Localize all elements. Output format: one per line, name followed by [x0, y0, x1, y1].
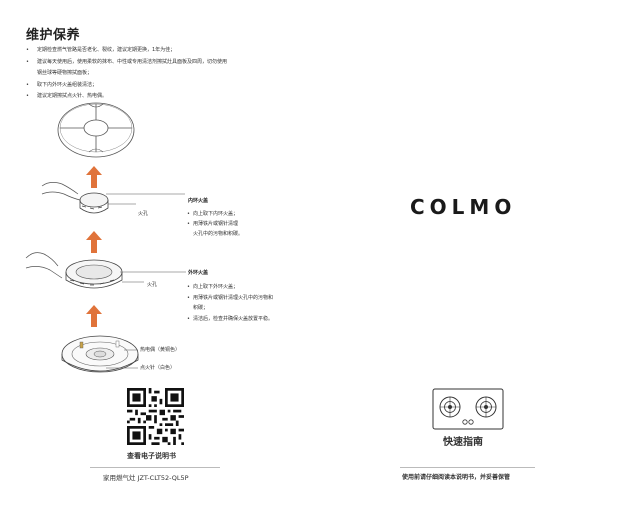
arrow-up-icon	[86, 166, 102, 188]
inner-cap-heading: 内环火盖	[188, 198, 209, 204]
bullet-3: •取下内外环火盖组装清洁；	[26, 82, 98, 88]
inner-step-1: •向上取下内环火盖；	[187, 211, 239, 217]
outer-step-2-cont: 积碳；	[193, 305, 209, 311]
inner-step-2-cont: 火孔中的污物和积碳。	[193, 231, 244, 237]
inner-step-2: •用薄铁片或钢针清理	[187, 221, 239, 227]
qr-code[interactable]	[127, 388, 184, 445]
igniter-label: 点火针（白色）	[140, 365, 176, 371]
outer-hole-label: 火孔	[147, 282, 158, 288]
bullet-2: •建议每天使用后，使用柔软的抹布、中性或专用清洁剂擦拭灶具面板及四周，切勿使用	[26, 59, 228, 65]
qr-caption: 查看电子说明书	[127, 452, 176, 460]
bullet-4: •建议定期擦拭点火针、热电偶。	[26, 93, 108, 99]
burner-base-illustration	[61, 335, 139, 373]
brand-logo: COLMO	[410, 195, 517, 219]
burner-top-illustration	[57, 102, 135, 158]
bullet-1: •定期检查燃气管路是否老化、裂纹，建议定期更换，1年为佳；	[26, 47, 176, 53]
outer-step-1: •向上取下外环火盖；	[187, 284, 239, 290]
arrow-up-icon	[86, 305, 102, 327]
arrow-up-icon	[86, 231, 102, 253]
inner-hole-label: 火孔	[138, 211, 149, 217]
thermocouple-label: 热电偶（黄铜色）	[140, 347, 181, 353]
outer-step-3: •清洁后，检查并确保火盖放置平稳。	[187, 316, 274, 322]
product-model-footer: 家用燃气灶 JZT-CLT52-QL5P	[103, 474, 189, 482]
footer-divider	[400, 467, 535, 468]
outer-step-2: •用薄铁片或钢针清理火孔中的污物和	[187, 295, 274, 301]
manual-notice-footer: 使用前请仔细阅读本说明书，并妥善保管	[402, 474, 511, 481]
bullet-2-cont: 钢丝球等硬物擦拭面板；	[37, 70, 93, 76]
inner-cap-illustration	[41, 182, 185, 214]
page-title: 维护保养	[26, 28, 81, 43]
quick-guide-title: 快速指南	[443, 437, 483, 448]
footer-divider	[90, 467, 220, 468]
outer-cap-heading: 外环火盖	[188, 270, 209, 276]
outer-cap-illustration	[25, 252, 186, 289]
cooktop-icon	[432, 388, 504, 430]
